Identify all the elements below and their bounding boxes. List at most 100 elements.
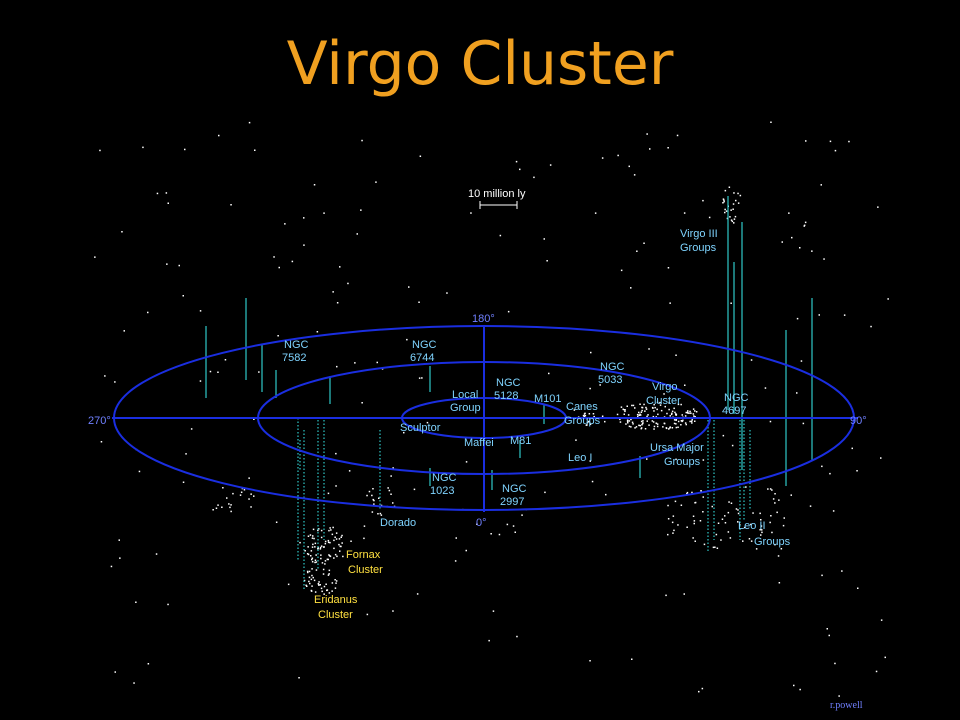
label-dorado: Dorado (380, 517, 416, 529)
star-dot (662, 426, 664, 428)
star-dot (689, 410, 691, 413)
star-dot (826, 628, 828, 630)
star-dot (322, 573, 325, 575)
star-dot (737, 509, 739, 511)
star-dot (165, 192, 168, 194)
star-dot (783, 517, 785, 519)
star-dot (856, 470, 858, 472)
star-dot (673, 422, 676, 425)
star-dot (728, 501, 730, 503)
star-dot (774, 493, 776, 495)
star-dot (167, 603, 169, 606)
star-dot (760, 525, 763, 527)
star-dot (135, 601, 137, 603)
star-dot (648, 348, 650, 350)
star-dot (133, 682, 135, 684)
star-dot (677, 420, 680, 423)
star-dot (94, 256, 96, 258)
star-dot (681, 420, 683, 423)
star-dot (307, 535, 310, 537)
star-dot (323, 585, 326, 588)
star-dot (311, 574, 313, 577)
star-dot (790, 494, 792, 496)
star-dot (760, 534, 762, 536)
label-ngc2997-1: NGC (502, 483, 527, 495)
label-ngc5033-1: NGC (600, 361, 625, 373)
star-dot (488, 639, 490, 642)
star-dot (222, 487, 224, 489)
star-dot (737, 521, 739, 523)
star-dot (363, 525, 366, 527)
star-dot (652, 415, 655, 418)
star-dot (240, 491, 243, 493)
star-dot (669, 415, 671, 417)
star-dot (653, 410, 655, 412)
star-dot (669, 426, 671, 428)
star-dot (99, 149, 101, 152)
star-dot (628, 165, 630, 168)
page-title: Virgo Cluster (286, 29, 674, 99)
star-dot (677, 524, 679, 526)
star-dot (546, 260, 548, 262)
star-dot (633, 174, 636, 176)
star-dot (314, 546, 316, 548)
star-dot (665, 594, 667, 597)
star-dot (275, 521, 278, 523)
star-dot (693, 520, 696, 522)
star-dot (470, 212, 472, 214)
star-dot (624, 410, 626, 413)
star-dot (310, 555, 312, 557)
star-dot (312, 543, 314, 546)
star-dot (320, 529, 323, 532)
star-dot (328, 569, 331, 572)
star-dot (729, 537, 732, 539)
star-dot (673, 529, 675, 532)
star-dot (308, 570, 311, 573)
star-dot (305, 584, 307, 587)
label-ngc1023-2: 1023 (430, 485, 454, 497)
star-dot (315, 554, 317, 556)
star-dot (676, 134, 679, 137)
star-dot (701, 687, 704, 690)
star-dot (379, 512, 382, 515)
star-dot (739, 523, 741, 526)
star-dot (692, 515, 695, 517)
star-dot (683, 593, 685, 595)
star-dot (727, 531, 730, 533)
star-dot (684, 415, 687, 417)
star-dot (298, 677, 300, 679)
star-dot (589, 460, 591, 462)
star-dot (589, 423, 592, 425)
star-dot (310, 590, 313, 592)
star-dot (142, 146, 144, 149)
star-dot (630, 287, 632, 289)
star-dot (306, 553, 309, 555)
star-dot (373, 499, 375, 502)
star-dot (324, 540, 327, 543)
star-dot (669, 427, 671, 429)
scale-bar: 10 million ly (468, 188, 526, 209)
star-dot (312, 576, 314, 579)
star-dot (694, 416, 696, 418)
star-dot (667, 267, 670, 269)
star-dot (668, 402, 670, 404)
star-dot (770, 515, 772, 517)
star-dot (721, 518, 724, 520)
star-dot (418, 301, 420, 303)
star-dot (665, 427, 668, 430)
star-dot (533, 176, 535, 179)
star-dot (371, 494, 373, 497)
star-dot (642, 420, 644, 422)
star-dot (350, 540, 352, 542)
star-dot (771, 531, 773, 534)
star-dot (230, 204, 232, 206)
star-dot (731, 220, 734, 223)
credit: r.powell (830, 700, 863, 711)
star-dot (680, 504, 683, 506)
star-dot (733, 192, 735, 194)
star-dot (342, 555, 344, 558)
star-dot (685, 411, 687, 414)
star-dot (185, 453, 187, 455)
star-dot (591, 480, 594, 483)
star-dot (727, 511, 730, 514)
